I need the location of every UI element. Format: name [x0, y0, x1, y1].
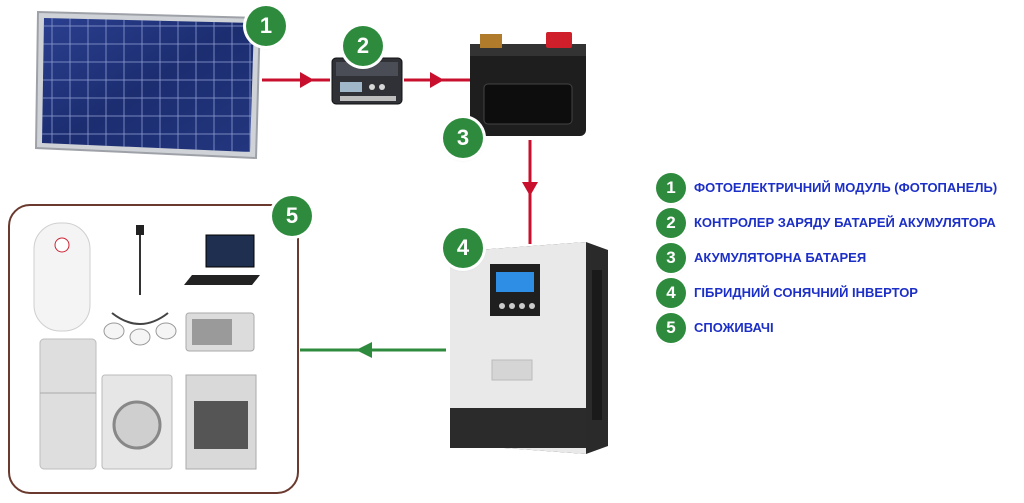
badge-inverter: 4	[443, 228, 483, 268]
legend-item: 4 ГІБРИДНИЙ СОНЯЧНИЙ ІНВЕРТОР	[656, 275, 997, 310]
legend-number: 5	[656, 312, 686, 343]
appliances-image	[33, 222, 260, 470]
inverter-image	[450, 242, 608, 454]
legend-label: ГІБРИДНИЙ СОНЯЧНИЙ ІНВЕРТОР	[694, 285, 918, 300]
legend-number: 2	[656, 207, 686, 238]
badge-battery: 3	[443, 118, 483, 158]
legend-label: СПОЖИВАЧІ	[694, 320, 774, 335]
legend-item: 2 КОНТРОЛЕР ЗАРЯДУ БАТАРЕЙ АКУМУЛЯТОРА	[656, 205, 997, 240]
legend-item: 3 АКУМУЛЯТОРНА БАТАРЕЯ	[656, 240, 997, 275]
legend-item: 1 ФОТОЕЛЕКТРИЧНИЙ МОДУЛЬ (ФОТОПАНЕЛЬ)	[656, 170, 997, 205]
legend: 1 ФОТОЕЛЕКТРИЧНИЙ МОДУЛЬ (ФОТОПАНЕЛЬ) 2 …	[656, 170, 997, 345]
badge-controller: 2	[343, 26, 383, 66]
solar-panel-image	[34, 10, 262, 160]
legend-number: 4	[656, 277, 686, 308]
battery-image	[470, 32, 586, 136]
legend-item: 5 СПОЖИВАЧІ	[656, 310, 997, 345]
badge-consumers: 5	[272, 196, 312, 236]
legend-number: 1	[656, 172, 686, 203]
charge-controller-image	[331, 57, 403, 105]
legend-label: ФОТОЕЛЕКТРИЧНИЙ МОДУЛЬ (ФОТОПАНЕЛЬ)	[694, 180, 998, 195]
legend-number: 3	[656, 242, 686, 273]
legend-label: КОНТРОЛЕР ЗАРЯДУ БАТАРЕЙ АКУМУЛЯТОРА	[694, 215, 996, 230]
legend-label: АКУМУЛЯТОРНА БАТАРЕЯ	[694, 250, 867, 265]
badge-solar: 1	[246, 6, 286, 46]
